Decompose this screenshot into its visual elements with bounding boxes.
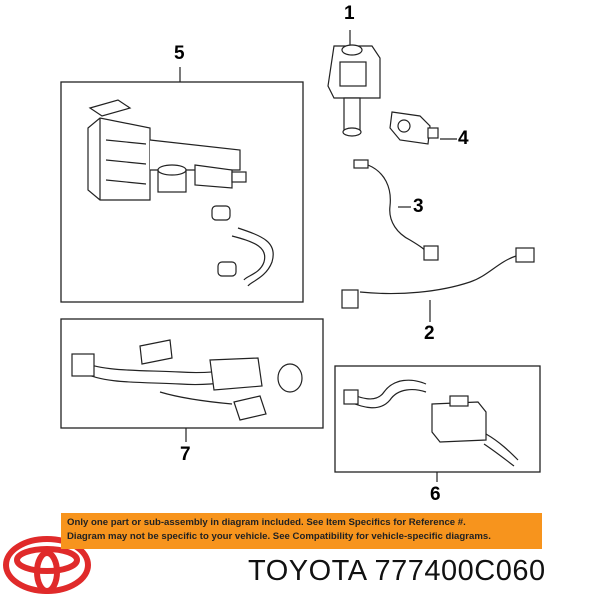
toyota-logo-icon <box>3 536 91 594</box>
brand-part-number: TOYOTA 777400C060 <box>248 555 546 587</box>
disclaimer-line-1: Only one part or sub-assembly in diagram… <box>67 517 466 528</box>
charcoal-canister-part <box>87 99 247 201</box>
callout-4: 4 <box>458 128 469 149</box>
callout-5: 5 <box>174 43 185 64</box>
callout-7: 7 <box>180 444 191 465</box>
hose-harness-part <box>71 339 303 421</box>
connector-part <box>389 111 457 145</box>
callout-2: 2 <box>424 323 435 344</box>
sensor-short-part <box>353 159 439 261</box>
filter-part <box>343 379 519 467</box>
disclaimer-banner: Only one part or sub-assembly in diagram… <box>61 513 542 549</box>
vsv-part <box>327 30 381 137</box>
canister-box <box>60 67 304 303</box>
disclaimer-line-2: Diagram may not be specific to your vehi… <box>67 531 491 542</box>
sensor-long-part <box>341 247 535 322</box>
callout-1: 1 <box>344 3 355 24</box>
callout-3: 3 <box>413 196 424 217</box>
canister-hose-part <box>211 205 274 287</box>
hose-harness-box <box>60 318 324 442</box>
callout-6: 6 <box>430 484 441 505</box>
filter-box <box>334 365 541 482</box>
